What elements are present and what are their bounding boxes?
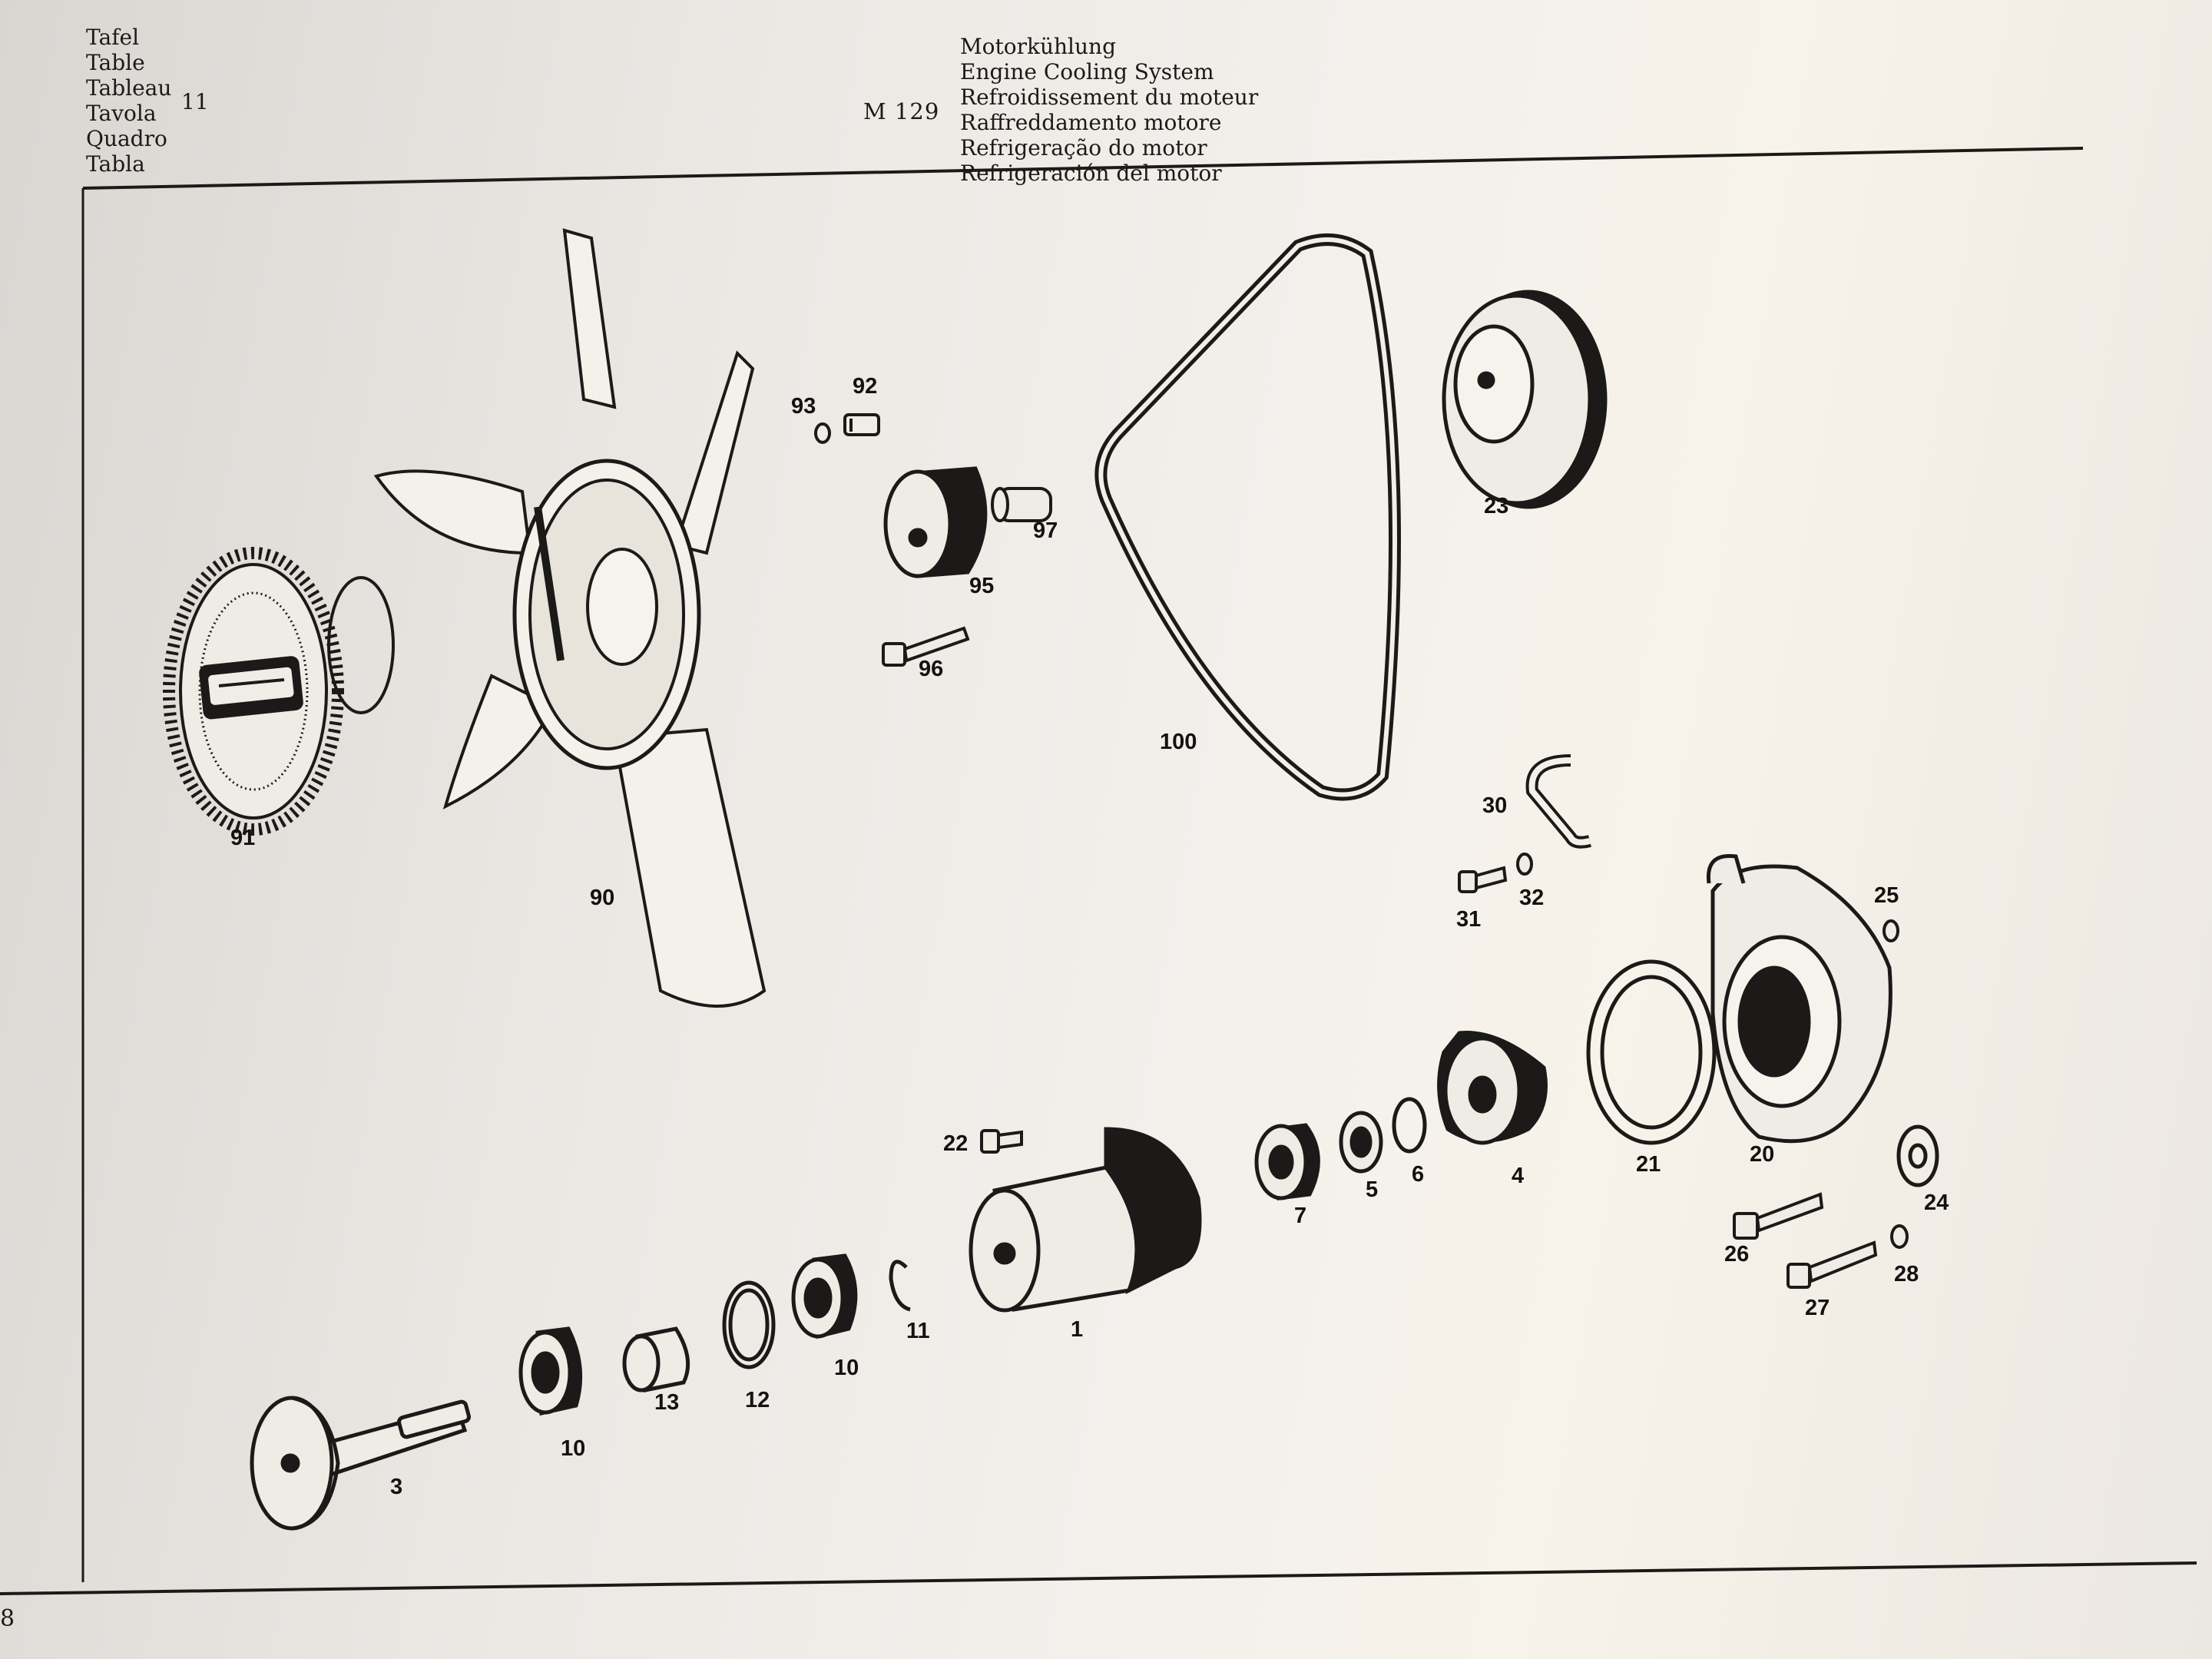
- title-fr: Tableau: [86, 75, 172, 101]
- bolt-22-drawing: [980, 1129, 1023, 1154]
- part-label-6: 6: [1412, 1162, 1424, 1187]
- part-label-90: 90: [590, 886, 614, 910]
- title-en: Table: [86, 50, 145, 75]
- section-it: Raffreddamento motore: [960, 110, 1222, 135]
- part-label-1: 1: [1071, 1317, 1083, 1342]
- title-de: Tafel: [86, 25, 140, 50]
- part-label-26: 26: [1724, 1242, 1749, 1267]
- retaining-ring-12-drawing: [722, 1280, 776, 1369]
- bolt-31-drawing: [1458, 866, 1508, 893]
- part-label-20: 20: [1750, 1142, 1774, 1167]
- seal-5-drawing: [1339, 1111, 1383, 1174]
- part-label-27: 27: [1805, 1296, 1830, 1320]
- part-label-22: 22: [943, 1131, 968, 1156]
- section-fr: Refroidissement du moteur: [960, 84, 1259, 110]
- header-rule: [82, 147, 2084, 190]
- part-label-21: 21: [1636, 1152, 1661, 1177]
- washer-32-drawing: [1516, 853, 1533, 876]
- bolt-26-drawing: [1733, 1192, 1824, 1240]
- bypass-pipe-30-drawing: [1525, 754, 1591, 849]
- ring-6-drawing: [1392, 1097, 1427, 1154]
- part-label-7: 7: [1294, 1204, 1306, 1228]
- part-label-91: 91: [230, 826, 255, 850]
- gasket-21-drawing: [1586, 959, 1717, 1145]
- bolt-96-drawing: [882, 626, 970, 667]
- part-label-24: 24: [1924, 1190, 1949, 1215]
- part-label-95: 95: [969, 574, 994, 598]
- model-code: M 129: [863, 98, 940, 124]
- flange-gasket-24-drawing: [1896, 1124, 1939, 1187]
- part-label-3: 3: [390, 1475, 402, 1499]
- circlip-11-drawing: [889, 1260, 911, 1312]
- bushing-7-drawing: [1254, 1123, 1320, 1200]
- pump-housing-20-drawing: [1706, 853, 1892, 1144]
- bolt-27-drawing: [1786, 1240, 1878, 1289]
- water-pump-1-drawing: [969, 1127, 1202, 1313]
- washer-25-drawing: [1883, 919, 1899, 942]
- section-de: Motorkühlung: [960, 34, 1116, 59]
- section-title-multilingual: Motorkühlung Engine Cooling System Refro…: [960, 34, 1258, 186]
- sleeve-97-drawing: [991, 487, 1052, 522]
- washer-28-drawing: [1890, 1224, 1909, 1249]
- spacer-13-drawing: [622, 1326, 690, 1392]
- page-number: 8: [0, 1605, 15, 1632]
- pulley-23-drawing: [1442, 290, 1608, 509]
- bolt-92-drawing: [843, 413, 880, 436]
- bearing-10b-drawing: [518, 1326, 583, 1416]
- title-it: Tavola: [86, 101, 157, 126]
- part-label-13: 13: [654, 1390, 679, 1415]
- section-en: Engine Cooling System: [960, 59, 1214, 84]
- part-label-4: 4: [1512, 1164, 1524, 1188]
- section-es: Refrigeración del motor: [960, 161, 1222, 186]
- impeller-4-drawing: [1437, 1031, 1548, 1145]
- part-label-92: 92: [853, 374, 877, 399]
- part-label-96: 96: [919, 657, 943, 681]
- fan-drawing: [373, 228, 767, 1008]
- table-number: 11: [181, 89, 209, 114]
- part-label-28: 28: [1894, 1262, 1919, 1286]
- fan-clutch-drawing: [163, 547, 395, 836]
- section-pt: Refrigeração do motor: [960, 135, 1207, 161]
- part-label-10b: 10: [561, 1436, 585, 1461]
- part-label-10a: 10: [834, 1356, 859, 1380]
- table-title-multilingual: Tafel Table Tableau Tavola Quadro Tabla: [86, 25, 171, 177]
- part-label-31: 31: [1456, 907, 1481, 932]
- part-label-30: 30: [1482, 793, 1507, 818]
- shaft-3-drawing: [250, 1396, 471, 1531]
- v-belt-100-drawing: [1094, 233, 1401, 801]
- footer-rule: [0, 1561, 2197, 1595]
- part-label-100: 100: [1160, 730, 1197, 754]
- part-label-25: 25: [1874, 883, 1899, 908]
- part-label-93: 93: [791, 394, 816, 419]
- part-label-32: 32: [1519, 886, 1544, 910]
- title-pt: Quadro: [86, 126, 167, 151]
- part-label-12: 12: [745, 1388, 770, 1412]
- washer-93-drawing: [814, 422, 831, 444]
- hub-95-drawing: [883, 466, 988, 578]
- part-label-23: 23: [1484, 494, 1508, 518]
- title-es: Tabla: [86, 151, 145, 177]
- bearing-10a-drawing: [791, 1253, 858, 1339]
- part-label-97: 97: [1033, 518, 1058, 543]
- part-label-5: 5: [1366, 1177, 1378, 1202]
- part-label-11: 11: [906, 1319, 930, 1343]
